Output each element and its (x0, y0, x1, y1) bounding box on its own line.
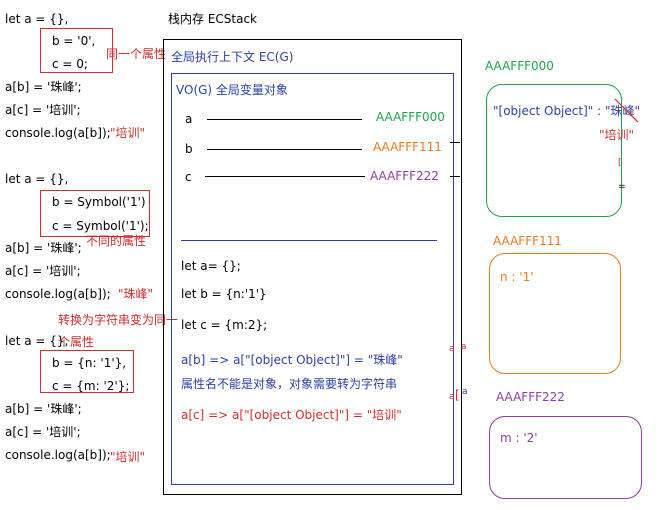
annotation-note: 转换为字符串变为同一 (58, 313, 179, 327)
output-result: "培训" (110, 126, 146, 140)
connector-mark: [ (455, 388, 460, 402)
code-line: b = Symbol('1') (52, 195, 146, 209)
variable-pointer-line (207, 149, 362, 150)
section-divider (181, 240, 437, 241)
page-title: 栈内存 ECStack (168, 12, 257, 26)
code-line: a[c] = '培训'; (5, 264, 81, 278)
property-highlight-box (40, 190, 150, 237)
ec-code-line: let b = {n:'1'} (181, 287, 267, 301)
heap-entry: m : '2' (500, 431, 538, 445)
strike-through-mark (614, 98, 639, 123)
vo-title: VO(G) 全局变量对象 (176, 83, 288, 97)
annotation-note: 同一个属性 (106, 47, 167, 61)
heap-box (489, 253, 621, 374)
heap-entry: n : '1' (500, 270, 534, 284)
property-highlight-box (40, 28, 113, 73)
variable-address: AAAFFF111 (373, 140, 442, 154)
code-line: a[c] = '培训'; (5, 103, 81, 117)
connector-mark: a (461, 342, 467, 352)
code-line: a[c] = '培训'; (5, 425, 81, 439)
code-line: c = 0; (52, 57, 88, 71)
code-line: let a = {}, (5, 12, 69, 26)
code-line: a[b] = '珠峰'; (5, 402, 82, 416)
code-line: console.log(a[b]); (5, 448, 111, 462)
connector-mark: a (449, 392, 455, 402)
output-result: "珠峰" (118, 287, 154, 301)
ec-code-line: let c = {m:2}; (181, 318, 268, 332)
heap-address-label: AAAFFF111 (493, 234, 562, 248)
heap-key: "[object Object]" (493, 104, 594, 118)
explanation-line: a[c] => a["[object Object]"] = "培训" (181, 408, 402, 422)
output-result: "培训" (110, 450, 146, 464)
pointer-connector (450, 176, 460, 177)
variable-address: AAAFFF222 (370, 169, 439, 183)
heap-address-label: AAAFFF000 (485, 59, 554, 73)
property-highlight-box (40, 350, 134, 393)
code-line: let a = {}, (5, 334, 69, 348)
variable-name: c (185, 170, 192, 184)
code-line: a[b] = '珠峰'; (5, 80, 82, 94)
variable-pointer-line (207, 119, 362, 120)
ec-global-box (163, 39, 462, 495)
code-line: c = Symbol('1'); (52, 219, 149, 233)
ec-title: 全局执行上下文 EC(G) (171, 50, 294, 64)
code-line: a[b] = '珠峰'; (5, 241, 82, 255)
heap-new-value: "培训" (599, 128, 635, 142)
variable-name: b (185, 142, 193, 156)
heap-box (486, 84, 622, 217)
pointer-connector (450, 142, 460, 143)
variable-address: AAAFFF000 (376, 110, 445, 124)
code-line: console.log(a[b]); (5, 287, 111, 301)
annotation-note: 个属性 (58, 335, 95, 349)
code-line: let a = {}, (5, 172, 69, 186)
heap-box (489, 416, 642, 499)
connector-mark: a (449, 344, 455, 354)
vo-global-box (171, 73, 454, 485)
explanation-line: 属性名不能是对象，对象需要转为字符串 (181, 377, 398, 391)
connector-mark: [ (618, 158, 622, 168)
variable-name: a (185, 112, 193, 126)
variable-pointer-line (205, 176, 365, 177)
explanation-line: a[b] => a["[object Object]"] = "珠峰" (181, 353, 403, 367)
heap-address-label: AAAFFF222 (496, 390, 565, 404)
code-line: console.log(a[b]); (5, 126, 111, 140)
code-line: c = {m: '2'}; (52, 379, 130, 393)
connector-mark: = (618, 182, 626, 192)
code-line: b = '0', (52, 34, 96, 48)
heap-colon: : (593, 104, 605, 118)
annotation-note: 不同的属性 (86, 234, 147, 248)
ec-code-line: let a= {}; (181, 259, 241, 273)
connector-mark: a (462, 387, 468, 397)
code-line: b = {n: '1'}, (52, 356, 127, 370)
